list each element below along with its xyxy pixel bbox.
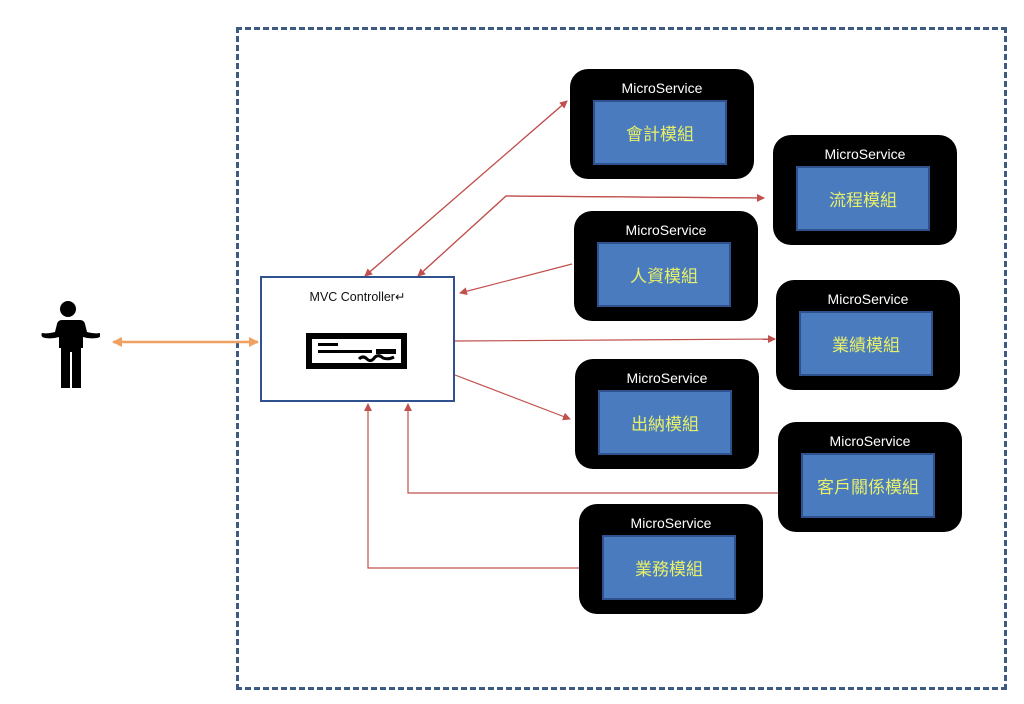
microservice-title: MicroService [621, 80, 703, 96]
mvc-controller: MVC Controller↵ [260, 276, 455, 402]
microservice-crm: MicroService 客戶關係模組 [778, 422, 962, 532]
microservice-cashier: MicroService 出納模組 [575, 359, 759, 469]
microservice-title: MicroService [829, 433, 911, 449]
arrow-to-cashier [454, 374, 571, 421]
microservice-performance: MicroService 業績模組 [776, 280, 960, 390]
microservice-title: MicroService [626, 370, 708, 386]
module-label: 業務模組 [635, 560, 703, 580]
module-label: 客戶關係模組 [817, 478, 919, 498]
module-label: 會計模組 [626, 125, 694, 145]
arrow-to-performance [454, 335, 776, 344]
arrow-from-hr [459, 263, 573, 296]
controller-title: MVC Controller↵ [309, 290, 406, 304]
module-label: 業績模組 [832, 336, 900, 356]
module-label: 人資模組 [630, 267, 698, 287]
microservice-hr: MicroService 人資模組 [574, 211, 758, 321]
microservice-title: MicroService [827, 291, 909, 307]
arrow-from-crm [404, 403, 778, 494]
microservice-accounting: MicroService 會計模組 [570, 69, 754, 179]
microservice-sales: MicroService 業務模組 [579, 504, 763, 614]
system-boundary [236, 27, 1007, 690]
module-label: 出納模組 [631, 415, 699, 435]
arrow-flow-back [417, 195, 765, 277]
microservice-title: MicroService [625, 222, 707, 238]
module-label: 流程模組 [829, 191, 897, 211]
microservice-title: MicroService [630, 515, 712, 531]
person-icon [41, 301, 100, 388]
microservice-title: MicroService [824, 146, 906, 162]
arrow-from-accounting [364, 100, 568, 277]
arrow-from-sales [364, 403, 579, 569]
microservice-flow: MicroService 流程模組 [773, 135, 957, 245]
document-check-icon [306, 333, 407, 369]
